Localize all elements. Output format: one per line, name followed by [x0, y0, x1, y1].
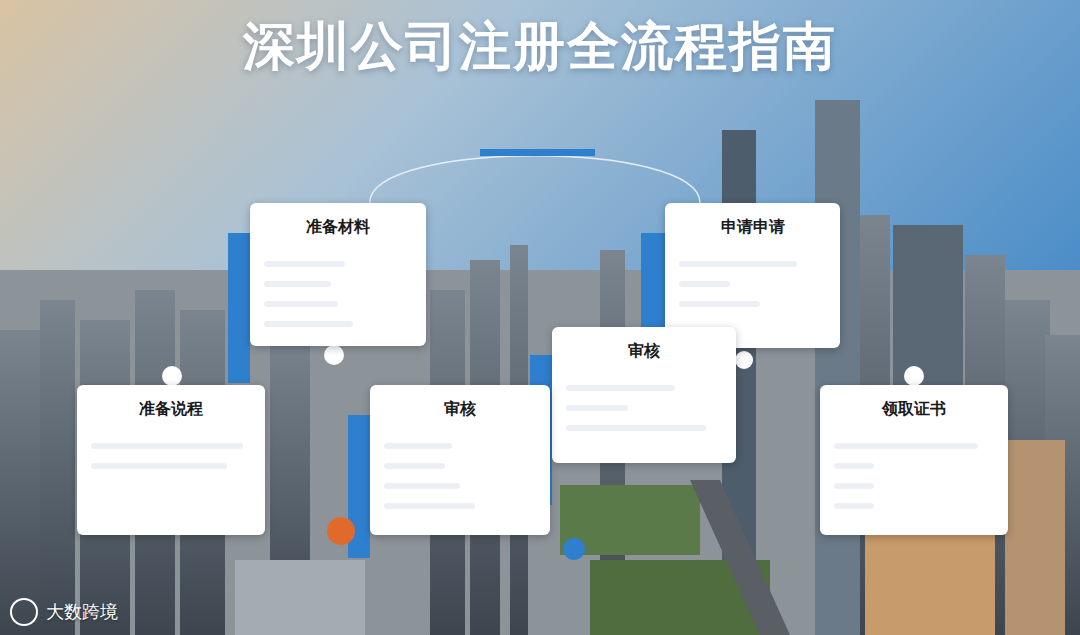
placeholder-line — [264, 281, 331, 287]
connector-dot — [162, 366, 182, 386]
step-card: 准备材料 — [250, 203, 426, 346]
badge-icon — [327, 517, 355, 545]
step-heading: 申请申请 — [677, 217, 828, 238]
placeholder-line — [679, 261, 797, 267]
placeholder-line — [834, 503, 874, 509]
placeholder-line — [264, 261, 345, 267]
placeholder-line — [566, 425, 706, 431]
placeholder-line — [834, 443, 978, 449]
placeholder-line — [384, 483, 460, 489]
placeholder-line — [566, 385, 675, 391]
placeholder-line — [384, 503, 475, 509]
connector-dot — [563, 538, 585, 560]
placeholder-line — [679, 301, 760, 307]
title: 深圳公司注册全流程指南 — [0, 12, 1080, 82]
step-heading: 准备材料 — [262, 217, 414, 238]
placeholder-line — [834, 483, 874, 489]
placeholder-line — [679, 281, 730, 287]
connector-dot — [324, 345, 344, 365]
step-card: 领取证书 — [820, 385, 1008, 535]
step-heading: 领取证书 — [832, 399, 996, 420]
step-card: 审核 — [370, 385, 550, 535]
placeholder-line — [384, 463, 445, 469]
step-card: 审核 — [552, 327, 736, 463]
placeholder-line — [91, 443, 243, 449]
connector-dot — [904, 366, 924, 386]
step-heading: 审核 — [382, 399, 538, 420]
step-card: 准备说程 — [77, 385, 265, 535]
accent-bar — [480, 149, 595, 156]
placeholder-line — [566, 405, 628, 411]
placeholder-line — [264, 301, 338, 307]
step-heading: 审核 — [564, 341, 724, 362]
placeholder-line — [834, 463, 874, 469]
connector-dot — [735, 351, 753, 369]
step-heading: 准备说程 — [89, 399, 253, 420]
logo-icon — [11, 599, 37, 625]
watermark: 大数跨境 — [46, 600, 118, 624]
placeholder-line — [384, 443, 452, 449]
placeholder-line — [264, 321, 353, 327]
connector-arc — [370, 156, 700, 203]
accent-bar — [228, 233, 250, 383]
placeholder-line — [91, 463, 227, 469]
